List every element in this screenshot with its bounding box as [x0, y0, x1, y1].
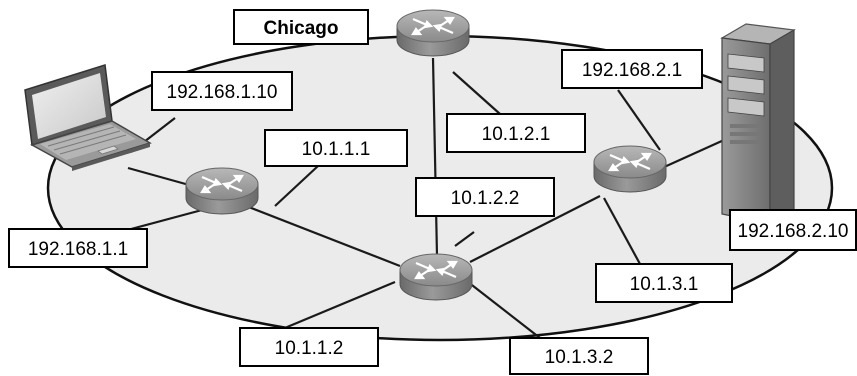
label-router-bottom-right-text: 10.1.3.2: [545, 347, 614, 368]
label-router-left-bottom-text: 192.168.1.1: [28, 239, 128, 260]
link-router-left-router-bottom: [235, 200, 401, 268]
router-icon: [398, 252, 474, 302]
label-router-top-text: 10.1.2.1: [482, 124, 551, 145]
laptop-icon: [24, 64, 152, 171]
label-router-right-top-text: 192.168.2.1: [582, 60, 682, 81]
label-server-ip-text: 192.168.2.10: [738, 221, 849, 242]
router-icon: [184, 166, 260, 216]
link-router-right-server: [661, 138, 725, 170]
label-router-left-top-text: 10.1.1.1: [302, 139, 371, 160]
label-router-top: 10.1.2.1: [446, 113, 586, 153]
label-router-right-bottom-text: 10.1.3.1: [630, 274, 699, 295]
label-router-left-top: 10.1.1.1: [264, 129, 408, 167]
label-router-right-bottom: 10.1.3.1: [595, 263, 733, 303]
server-icon: [720, 23, 796, 226]
label-laptop-ip-text: 192.168.1.10: [167, 82, 278, 103]
label-router-left-bottom: 192.168.1.1: [8, 228, 148, 268]
link-router-top-router-bottom: [431, 57, 439, 257]
label-server-ip: 192.168.2.10: [729, 209, 857, 251]
link-router-bottom-router-right: [469, 195, 601, 263]
label-router-bottom-left-text: 10.1.1.2: [275, 338, 344, 359]
label-router-right-top: 192.168.2.1: [561, 49, 703, 89]
label-chicago: Chicago: [233, 9, 369, 45]
label-router-bottom-left: 10.1.1.2: [239, 327, 379, 367]
label-router-bottom-right: 10.1.3.2: [509, 337, 649, 375]
label-laptop-ip: 192.168.1.10: [151, 71, 293, 111]
label-router-bottom-top: 10.1.2.2: [415, 177, 555, 217]
router-icon: [592, 144, 668, 194]
router-icon: [395, 8, 471, 58]
label-router-bottom-top-text: 10.1.2.2: [451, 188, 520, 209]
label-chicago-text: Chicago: [264, 18, 339, 39]
